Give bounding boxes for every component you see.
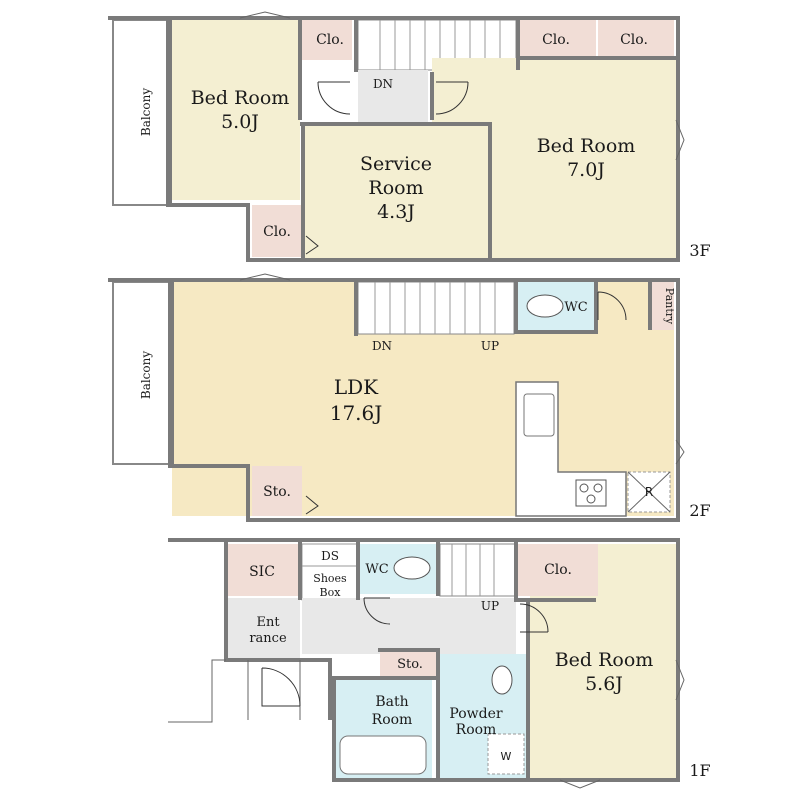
- door-1f-entrance: [261, 667, 301, 707]
- door-3f-a: [317, 81, 351, 115]
- toilet-1f-icon: [393, 556, 431, 580]
- storage-2f-label: Sto.: [263, 484, 291, 500]
- stair-2f: [357, 281, 515, 335]
- ldk-label: LDK: [334, 375, 379, 399]
- bedroom-7-0-ext: [489, 122, 676, 258]
- balcony-3f-label: Balcony: [139, 88, 153, 136]
- balcony-2f-label: Balcony: [139, 351, 153, 399]
- bath-room-label-1: Bath: [375, 694, 408, 710]
- stair-3f-dn: DN: [373, 77, 393, 91]
- stair-2f-dn: DN: [372, 339, 392, 353]
- stair-2f-treads: [374, 282, 496, 334]
- window-2f: [239, 273, 685, 465]
- level-2f: 2F: [689, 501, 710, 520]
- ldk-size: 17.6J: [330, 401, 383, 425]
- door-3f-b: [435, 81, 469, 115]
- door-1f-bed: [519, 603, 549, 633]
- bedroom-5-0-label: Bed Room: [191, 87, 290, 109]
- walls-3f: [108, 16, 680, 262]
- closet-3f-b: [518, 20, 596, 58]
- wc-2f-label: WC: [564, 300, 587, 315]
- sic: [228, 544, 300, 596]
- stair-2f-up: UP: [481, 339, 499, 353]
- powder-room-label-1: Powder: [449, 706, 503, 722]
- bedroom-7-0-size: 7.0J: [567, 159, 605, 181]
- stove-icon: [575, 479, 607, 507]
- bath-room-label-2: Room: [372, 712, 413, 728]
- bedroom-5-0: [170, 20, 300, 200]
- service-room-label-2: Room: [368, 177, 423, 199]
- toilet-2f-icon: [526, 294, 564, 318]
- sink-icon: [523, 393, 555, 437]
- service-room-size: 4.3J: [377, 201, 415, 223]
- washer: [487, 733, 525, 775]
- stair-1f-treads: [451, 544, 495, 596]
- bedroom-5-0-size: 5.0J: [221, 111, 259, 133]
- walls-2f: [108, 278, 680, 522]
- closet-1f-label: Clo.: [544, 562, 572, 578]
- balcony-2f: [112, 281, 171, 465]
- door-2f-sto: [305, 495, 319, 515]
- closet-3f-c: [598, 20, 674, 58]
- window-3f: [239, 11, 685, 161]
- balcony-3f: [112, 19, 169, 206]
- level-1f: 1F: [689, 761, 710, 780]
- closet-3f-a: [300, 20, 352, 60]
- closet-3f-d-label: Clo.: [263, 224, 291, 240]
- stair-1f: [439, 543, 517, 597]
- level-3f: 3F: [689, 241, 710, 260]
- bedroom-5-6-clo-overlay: [518, 544, 598, 596]
- service-room-label-1: Service: [360, 153, 432, 175]
- powder-room-label-2: Room: [456, 722, 497, 738]
- sic-label: SIC: [249, 564, 275, 580]
- door-3f-c: [305, 235, 319, 255]
- shoes-box-label-2: Box: [320, 586, 342, 599]
- entrance-label-2: rance: [249, 631, 287, 646]
- ds-label: DS: [321, 549, 339, 563]
- washer-label: W: [501, 750, 512, 763]
- entrance-label-1: Ent: [256, 615, 280, 630]
- floor-3f: Balcony Bed Room 5.0J Service Room 4.3J …: [108, 11, 711, 262]
- washbasin-icon: [491, 665, 513, 695]
- door-2f-wc: [597, 291, 627, 321]
- bedroom-5-6-size: 5.6J: [585, 673, 623, 695]
- fridge-cross: [627, 471, 671, 513]
- pantry-label: Pantry: [663, 288, 676, 325]
- storage-2f: [252, 466, 302, 516]
- pantry: [652, 282, 674, 330]
- shoes-box-label-1: Shoes: [313, 572, 347, 585]
- fridge-label: R: [645, 485, 653, 499]
- closet-3f-a-label: Clo.: [316, 32, 344, 48]
- window-1f: [559, 659, 685, 789]
- floor-1f: SIC DS Shoes Box WC UP Clo. Ent rance St…: [168, 538, 711, 789]
- closet-3f-d: [252, 205, 302, 257]
- door-1f-wc: [363, 597, 391, 625]
- wc-1f-label: WC: [365, 562, 388, 577]
- hall-1f: [302, 598, 516, 654]
- bathtub-icon: [339, 735, 427, 775]
- bedroom-5-6-label: Bed Room: [555, 649, 654, 671]
- walls-1f: [168, 538, 680, 782]
- stair-1f-up: UP: [481, 599, 499, 613]
- floor-2f: Balcony LDK 17.6J WC Pantry Sto. DN UP R…: [108, 273, 711, 522]
- storage-1f-label: Sto.: [397, 657, 423, 672]
- closet-3f-c-label: Clo.: [620, 32, 648, 48]
- closet-3f-b-label: Clo.: [542, 32, 570, 48]
- entrance: [228, 598, 300, 658]
- entrance-porch: [168, 659, 301, 723]
- bedroom-7-0-label: Bed Room: [537, 135, 636, 157]
- hall-3f: [358, 70, 428, 122]
- storage-1f: [380, 650, 438, 676]
